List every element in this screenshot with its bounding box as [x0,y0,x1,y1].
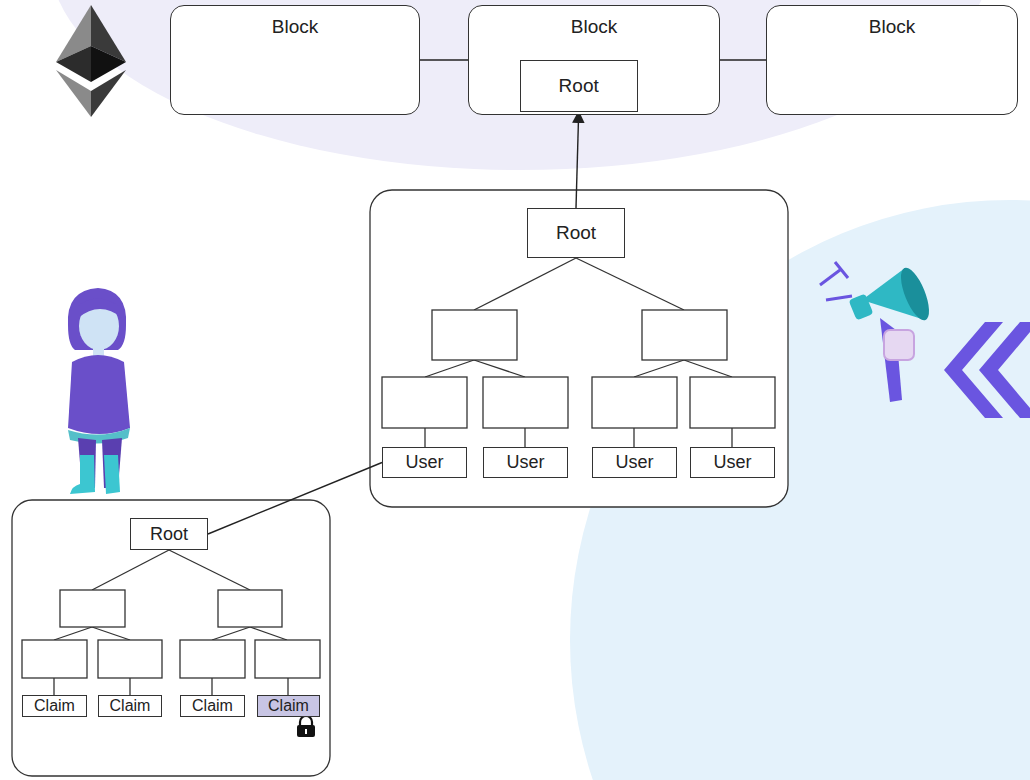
lock-icon [297,716,315,737]
tree-node-box: Root [527,208,625,258]
tree-panel [12,500,330,776]
node-label: Block [272,16,318,38]
node-label: Claim [268,697,309,715]
megaphone-icon [820,262,935,402]
tree-node-box: User [382,447,467,478]
node-label: Block [571,16,617,38]
node-label: Claim [110,697,151,715]
tree-box [382,310,775,428]
tree-lines [425,258,732,447]
tree-node-box: User [483,447,568,478]
node-label: Block [869,16,915,38]
tree-node-box: Claim [180,695,245,717]
tree-node-box: User [592,447,677,478]
chain-block: BlockRoot [468,5,720,115]
tree-node-box: Claim [22,695,87,717]
tree-node-box: Root [520,60,638,112]
locked-claim-box: Claim [257,695,320,717]
tree-lines [54,550,288,695]
node-label: Claim [192,697,233,715]
link-line [208,463,382,535]
node-label: Root [556,222,596,244]
tree-panel [370,190,788,507]
chain-block: Block [766,5,1018,115]
node-label: User [615,452,653,473]
link-arrow [576,112,579,208]
link-line [720,59,766,60]
person-figure [68,288,130,494]
tree-node-box: Root [130,518,208,550]
tree-box [22,590,320,678]
node-label: Claim [34,697,75,715]
tree-node-box: User [690,447,775,478]
node-label: User [506,452,544,473]
link-line [420,59,468,60]
node-label: Root [559,75,599,97]
ethereum-logo [56,5,126,117]
node-label: User [405,452,443,473]
tree-node-box: Claim [98,695,162,717]
node-label: User [713,452,751,473]
chevron-mark [944,322,1030,418]
node-label: Root [150,524,188,545]
chain-block: Block [170,5,420,115]
